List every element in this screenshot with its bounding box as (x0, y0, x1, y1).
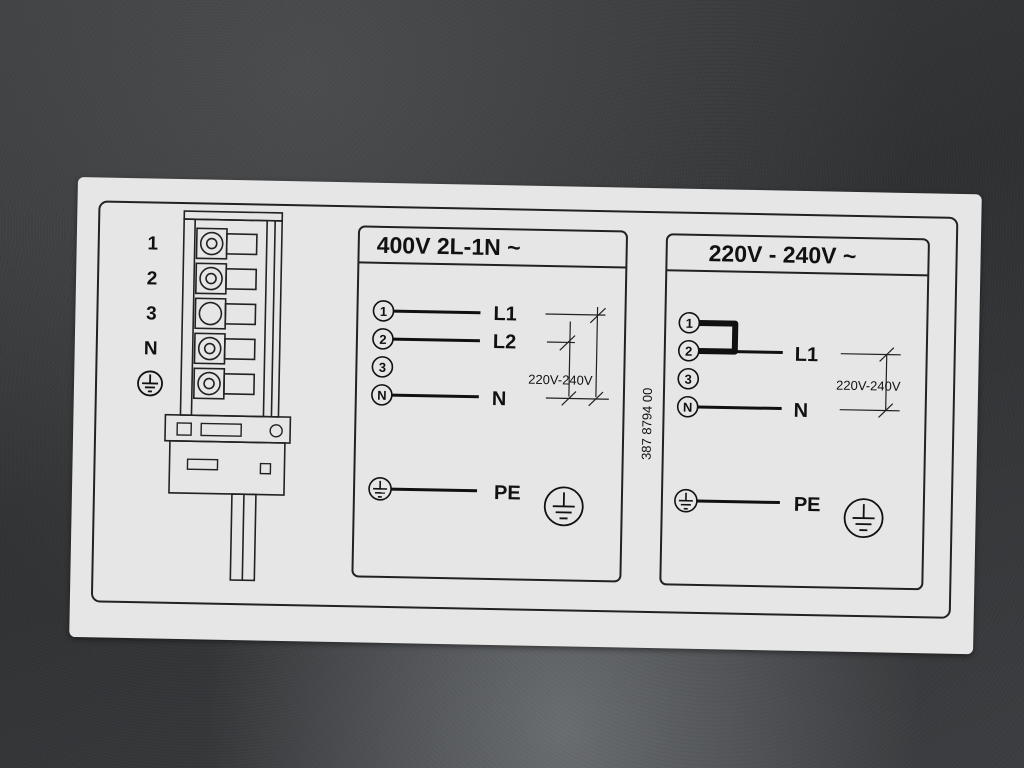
terminal-circle: 1 (372, 300, 395, 322)
terminal-circle: 1 (678, 311, 701, 334)
svg-text:N: N (377, 388, 387, 403)
terminal-circle: N (676, 395, 699, 418)
label-l1: L1 (795, 344, 819, 366)
voltage-measure-lines (839, 347, 901, 418)
screw-icon (195, 227, 258, 260)
ground-icon (674, 488, 698, 513)
svg-text:3: 3 (684, 372, 692, 387)
terminal-label-n: N (144, 338, 158, 359)
svg-text:N: N (683, 400, 693, 415)
voltage-note: 220V-240V (836, 378, 901, 394)
part-number: 387 8794 00 (639, 388, 655, 461)
terminal-circle: N (371, 384, 393, 406)
terminal-label-1: 1 (147, 233, 158, 254)
panel-400v: 400V 2L-1N ~ 1 2 3 N L1 L2 N (351, 225, 628, 583)
voltage-measure-lines (545, 306, 609, 407)
label-l1: L1 (493, 303, 517, 325)
terminal-block: 1 2 3 N (137, 210, 292, 582)
label-l2: L2 (493, 331, 517, 353)
outer-frame (91, 200, 959, 619)
screw-icon (193, 332, 256, 365)
terminal-circle: 2 (677, 339, 700, 362)
clamp-icon (176, 422, 283, 475)
terminal-label-3: 3 (146, 303, 157, 324)
screw-icon (192, 367, 256, 400)
ground-icon (543, 486, 584, 527)
ground-icon (137, 370, 163, 397)
svg-text:2: 2 (379, 332, 387, 347)
voltage-note: 220V-240V (528, 372, 593, 388)
ground-icon (843, 498, 884, 539)
wiring-diagram: 1 2 3 N (91, 200, 959, 619)
panel-220v-header: 220V - 240V ~ (708, 240, 856, 269)
wiring-label: 1 2 3 N (69, 177, 982, 655)
panel-220v: 220V - 240V ~ 1 2 3 N L1 N (659, 233, 930, 591)
svg-text:3: 3 (379, 360, 387, 375)
label-n: N (492, 388, 507, 410)
label-pe: PE (494, 482, 521, 505)
ground-icon (368, 477, 392, 501)
jumper-bridge (698, 319, 739, 355)
svg-text:2: 2 (685, 344, 693, 359)
screw-icon (194, 262, 258, 295)
terminal-circle: 3 (371, 356, 394, 378)
terminal-circle: 2 (372, 328, 394, 350)
panel-400v-header: 400V 2L-1N ~ (377, 232, 521, 261)
empty-terminal-icon (194, 297, 257, 330)
terminal-label-2: 2 (147, 268, 158, 289)
terminal-circle: 3 (677, 367, 700, 390)
label-n: N (793, 400, 808, 422)
svg-text:1: 1 (380, 304, 388, 319)
svg-text:1: 1 (686, 316, 694, 331)
label-pe: PE (794, 494, 821, 517)
